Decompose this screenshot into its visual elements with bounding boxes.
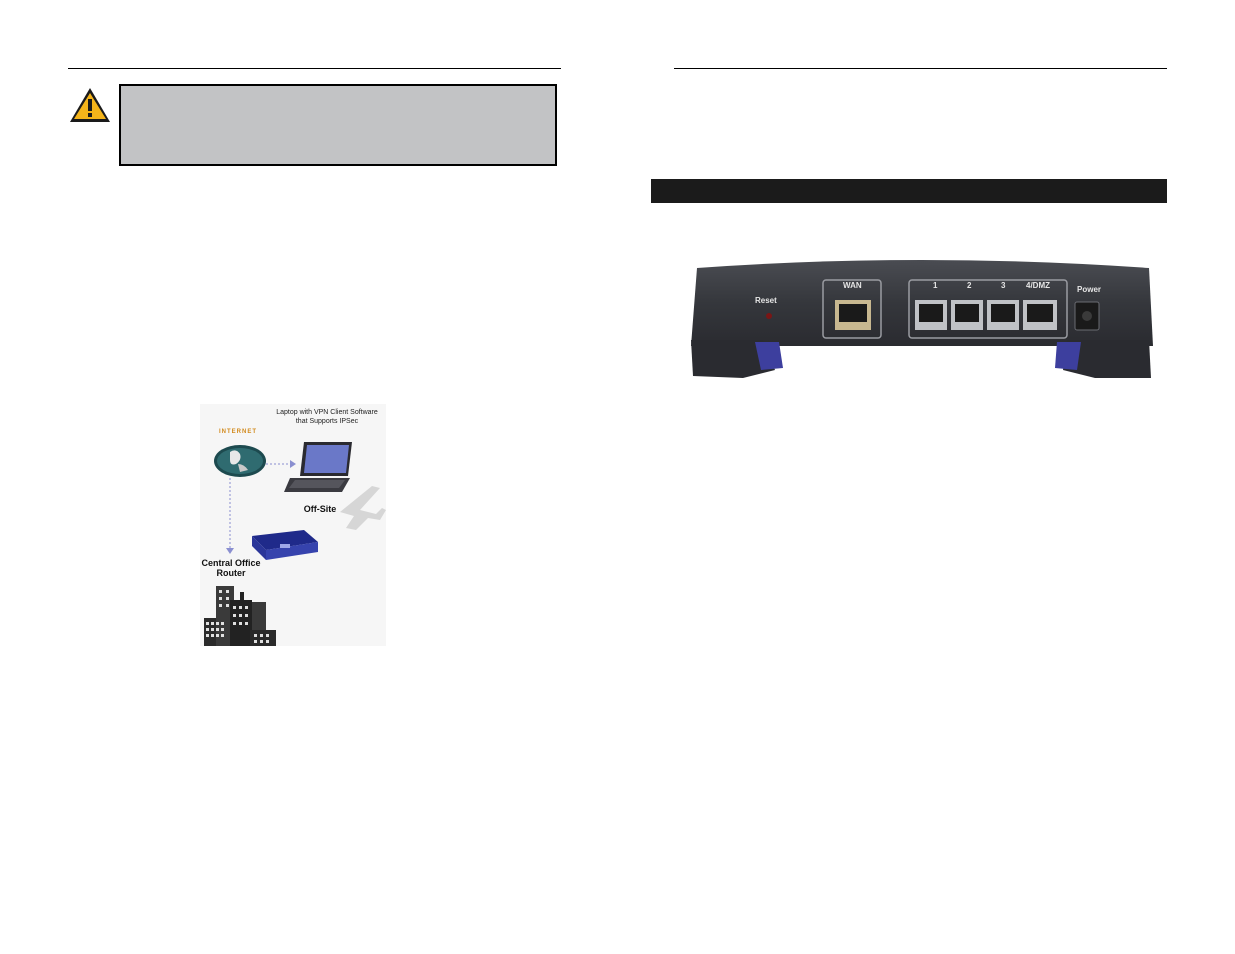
- offsite-label: Off-Site: [303, 504, 337, 514]
- router-back-panel-image: Reset WAN 1 2 3 4/DMZ Power: [683, 250, 1159, 380]
- power-label: Power: [1077, 285, 1102, 294]
- central-office-label-line2: Router: [216, 568, 246, 578]
- vpn-diagram-graphic: [204, 442, 386, 646]
- vpn-diagram-figure: Laptop with VPN Client Software that Sup…: [200, 404, 386, 646]
- section-heading-bar: [651, 179, 1167, 203]
- router-back-panel-graphic: [691, 260, 1153, 378]
- lan-port-1-label: 1: [933, 281, 938, 290]
- central-office-label: Central Office Router: [200, 558, 262, 578]
- central-office-label-line1: Central Office: [201, 558, 261, 568]
- laptop-caption: Laptop with VPN Client Software that Sup…: [266, 408, 388, 426]
- page-rule-right: [674, 68, 1167, 69]
- laptop-caption-line1: Laptop with VPN Client Software: [276, 409, 378, 416]
- warning-callout-box: [119, 84, 557, 166]
- lan-port-2-label: 2: [967, 281, 972, 290]
- wan-port-label: WAN: [843, 281, 862, 290]
- warning-triangle-icon: [70, 88, 110, 122]
- lan-port-4-dmz-label: 4/DMZ: [1026, 281, 1050, 290]
- internet-label: INTERNET: [219, 429, 257, 435]
- laptop-caption-line2: that Supports IPSec: [295, 418, 359, 425]
- page-rule-left: [68, 68, 561, 69]
- lan-port-3-label: 3: [1001, 281, 1006, 290]
- reset-label: Reset: [755, 296, 777, 305]
